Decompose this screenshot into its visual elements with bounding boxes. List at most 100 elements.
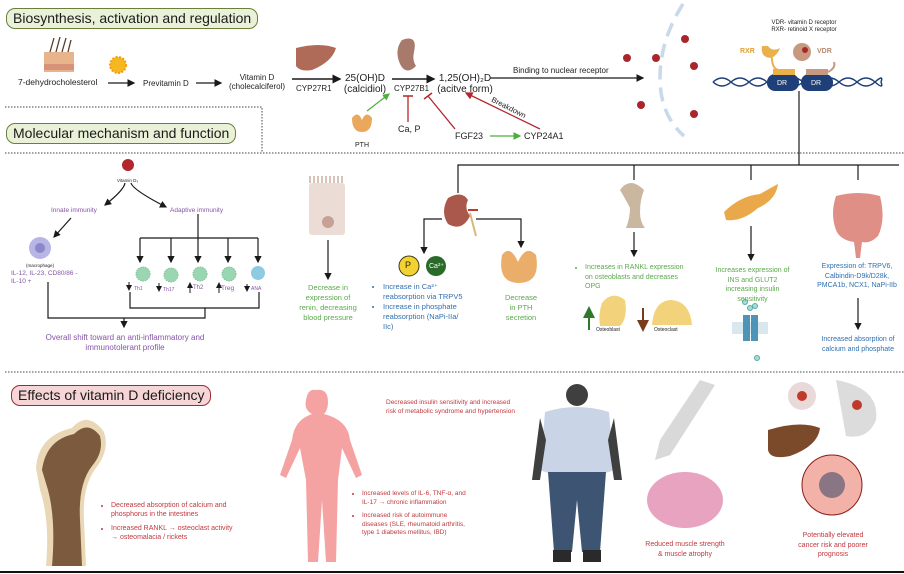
- metabolic-line-2: risk of metabolic syndrome and hypertens…: [386, 408, 515, 415]
- human-body-icon: [280, 389, 362, 562]
- intestine-result: Increased absorption of calcium and phos…: [812, 335, 904, 354]
- renin-line-3: renin, decreasing: [299, 303, 357, 312]
- label-binding: Binding to nuclear receptor: [513, 66, 609, 75]
- bone-bullet: Increases in RANKL expression on osteobla…: [585, 263, 684, 292]
- vitamin-d3-molecule: [122, 159, 134, 171]
- deficiency-bone-bullet-2-line-1: Increased RANKL → osteoclast activity: [111, 525, 233, 532]
- label-cyp27r1: CYP27R1: [296, 84, 332, 93]
- deficiency-cancer: Potentially elevated cancer risk and poo…: [783, 531, 883, 560]
- cytokines-line-2: IL-10 +: [11, 278, 32, 285]
- intestine-icon: [833, 193, 883, 258]
- rxr-protein-icon: [761, 46, 795, 75]
- kidney-bullet-1: Increase in Ca²⁺reabsorption via TRPV5: [383, 282, 513, 302]
- thyroid-icon: [501, 250, 537, 283]
- calcidiol-sub: (calcidiol): [343, 84, 387, 95]
- cytokines-line-1: IL-12, IL-23, CD80/86 -: [11, 270, 78, 277]
- label-calcium-symbol: Ca²⁺: [429, 263, 444, 270]
- obese-person-icon: [532, 384, 622, 562]
- liver-icon: [296, 45, 336, 71]
- dr-element-1: [767, 74, 799, 91]
- pancreas-line-2: INS and GLUT2: [727, 276, 778, 284]
- pth-effect: Decrease in PTH secretion: [496, 293, 546, 323]
- deficiency-bone-effects: Decreased absorption of calcium andphosp…: [101, 501, 233, 542]
- label-dr-1: DR: [777, 80, 788, 87]
- label-active-form: 1,25(OH)₂D (acitve form): [436, 73, 494, 95]
- deficiency-immune-bullet-1-line-1: Increased levels of IL-6, TNF-α, and: [362, 490, 466, 497]
- immune-summary-line-2: immunotolerant profile: [85, 343, 165, 352]
- label-osteoclast: Osteoclast: [654, 327, 678, 333]
- kidney-icon: [397, 38, 416, 71]
- pancreas-effect: Increases expression of INS and GLUT2 in…: [705, 266, 800, 304]
- deficiency-immune-bullet-2-line-3: type 1 diabetes mellitus, IBD): [362, 529, 447, 536]
- skin-icon: [44, 36, 74, 72]
- label-7-dehydrocholesterol: 7-dehydrocholesterol: [18, 77, 98, 87]
- t-cell-icons: [135, 266, 265, 283]
- ana-cell-icon: [251, 266, 265, 280]
- deficiency-immune-bullet-2-line-2: diseases (SLE, rheumatoid arthritis,: [362, 520, 465, 528]
- intestine-line-3: PMCA1b, NCX1, NaPi-IIb: [817, 282, 897, 289]
- label-previtamin-d: Previtamin D: [143, 79, 189, 88]
- label-macrophage: (macrophage): [26, 263, 55, 268]
- bone-effect: Increases in RANKL expression on osteobla…: [575, 263, 684, 292]
- deficiency-metabolic: Decreased insulin sensitivity and increa…: [386, 398, 515, 416]
- label-vitamin-d: Vitamin D (cholecalciferol): [222, 73, 292, 91]
- immune-summary-line-1: Overall shift toward an anti-inflammator…: [45, 333, 205, 342]
- vdr-protein-icon: [793, 43, 836, 75]
- deficiency-bone-bullet-1: Decreased absorption of calcium andphosp…: [111, 501, 233, 519]
- immune-summary: Overall shift toward an anti-inflammator…: [30, 333, 220, 353]
- kidney-bullet-2-line-3: IIc): [383, 322, 394, 331]
- cell-label-ana: ANA: [251, 286, 262, 292]
- label-cytokines: IL-12, IL-23, CD80/86 - IL-10 +: [11, 270, 77, 286]
- label-calcidiol: 25(OH)D (calcidiol): [340, 73, 390, 95]
- cell-membrane: [658, 3, 686, 138]
- deficiency-immune-effects: Increased levels of IL-6, TNF-α, andIL-1…: [352, 490, 466, 538]
- vitamin-d-molecules: [623, 35, 698, 118]
- kidney-bullet-2-line-1: Increase in phosphate: [383, 302, 457, 311]
- kidney-bullet-1-line-2: reabsorption via TRPV5: [383, 292, 463, 301]
- label-cyp27b1: CYP27B1: [394, 84, 430, 93]
- cell-label-th17: Th17: [163, 287, 175, 293]
- pth-effect-line-2: in PTH: [509, 303, 533, 312]
- cell-label-th2: Th2: [193, 285, 204, 291]
- cancer-line-3: prognosis: [817, 551, 849, 558]
- label-fgf23: FGF23: [455, 131, 484, 141]
- section-title-biosynthesis: Biosynthesis, activation and regulation: [6, 8, 259, 29]
- pancreas-line-4: sensitivity: [737, 295, 768, 303]
- renin-line-2: expression of: [305, 293, 351, 302]
- kidney-effects: Increase in Ca²⁺reabsorption via TRPV5 I…: [373, 282, 513, 332]
- pth-stimulates-arrow: [366, 93, 390, 112]
- osteoblast-icon: [599, 295, 626, 326]
- bone-bullet-line-2: on osteoblasts and decreases: [585, 273, 679, 281]
- renin-line-1: Decrease in: [307, 283, 349, 292]
- bone-bullet-line-1: Increases in RANKL expression: [585, 264, 684, 271]
- osteoclast-icon: [652, 300, 692, 325]
- metabolic-line-1: Decreased insulin sensitivity and increa…: [386, 399, 511, 406]
- kidney-bullet-2-line-2: reabsorption (NaPi-IIa/: [383, 312, 459, 321]
- active-form-sub: (acitve form): [437, 84, 493, 95]
- label-phosphate-symbol: P: [405, 260, 412, 270]
- fgf23-inhibits: [427, 95, 456, 130]
- label-dr-2: DR: [811, 80, 822, 87]
- cancer-line-1: Potentially elevated: [802, 532, 864, 539]
- intestine-result-line-2: calcium and phosphate: [822, 345, 894, 353]
- label-vitamin-d3: Vitamin D₃: [117, 178, 139, 183]
- muscle-fibers-icon: [647, 472, 723, 528]
- intestine-line-1: Expression of: TRPV6,: [821, 263, 893, 270]
- femur-icon: [620, 183, 645, 228]
- intestine-line-2: Calbindin-D9k/D28k,: [824, 272, 890, 280]
- regulation-arrows: [126, 282, 250, 293]
- label-vdr: VDR: [817, 48, 832, 55]
- deficiency-bone-bullet-2: Increased RANKL → osteoclast activity→ o…: [111, 524, 233, 542]
- pancreas-icon: [724, 184, 778, 221]
- renin-effect: Decrease in expression of renin, decreas…: [292, 283, 364, 323]
- label-adaptive-immunity: Adaptive immunity: [170, 207, 224, 214]
- muscle-line-2: & muscle atrophy: [657, 550, 713, 558]
- deficiency-immune-bullet-2-line-1: Increased risk of autoimmune: [362, 512, 448, 519]
- label-osteoblast: Osteoblast: [596, 327, 620, 333]
- label-cyp24a1: CYP24A1: [524, 131, 564, 141]
- epithelial-cell-icon: [309, 176, 345, 235]
- kidney-section-icon: [444, 194, 470, 227]
- cell-label-th1: Th1: [134, 286, 143, 292]
